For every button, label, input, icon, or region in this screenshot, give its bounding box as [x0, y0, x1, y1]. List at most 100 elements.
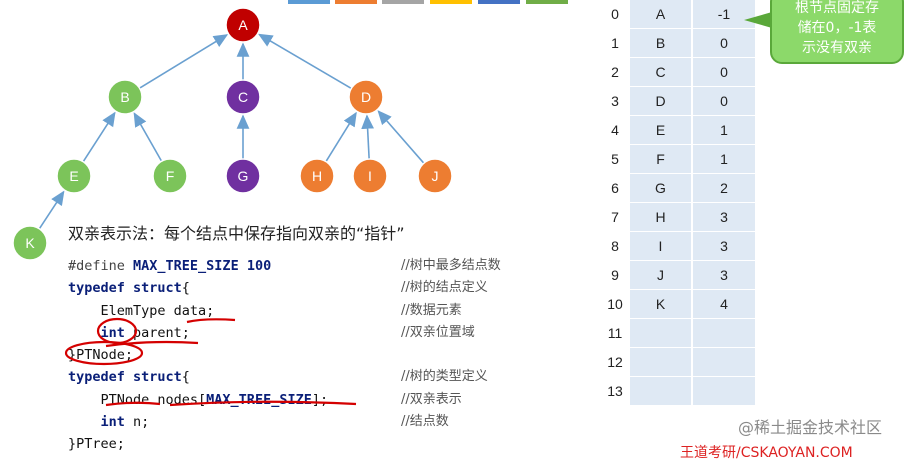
table-row: 10 K 4	[598, 290, 858, 319]
row-index: 10	[607, 296, 623, 312]
data-value: D	[655, 93, 666, 109]
tree-edge-d-to-a	[258, 33, 352, 90]
tree-node-label: D	[361, 89, 371, 105]
tree-node-f: F	[152, 158, 188, 194]
code-line: int n;//结点数	[68, 411, 449, 433]
data-cell: I	[630, 232, 691, 261]
parent-representation-description: 双亲表示法：每个结点中保存指向双亲的“指针”	[68, 224, 405, 243]
code-token	[68, 325, 101, 341]
row-index: 11	[607, 325, 623, 341]
tree-node-label: A	[238, 17, 248, 33]
data-cell: H	[630, 203, 691, 232]
tree-edge-j-to-d	[377, 110, 425, 164]
parent-cell: 3	[693, 232, 755, 261]
data-cell: J	[630, 261, 691, 290]
callout-line: 根节点固定存	[795, 0, 879, 16]
row-index: 4	[611, 122, 619, 138]
row-index: 3	[611, 93, 619, 109]
callout-line: 示没有双亲	[802, 40, 872, 56]
tree-edge-k-to-e	[38, 190, 65, 230]
parent-value: 1	[720, 122, 728, 138]
code-line: #define MAX_TREE_SIZE 100//树中最多结点数	[68, 255, 501, 277]
row-index: 5	[611, 151, 619, 167]
code-comment: //数据元素	[401, 302, 462, 318]
row-index: 0	[611, 6, 619, 22]
code-token: PTNode nodes[	[68, 391, 207, 408]
code-line: }PTree;	[68, 433, 328, 455]
data-value: I	[658, 238, 663, 254]
data-cell: E	[630, 116, 691, 145]
tree-node-h: H	[299, 158, 335, 194]
table-row: 3 D 0	[598, 87, 858, 116]
data-value: B	[655, 35, 666, 51]
code-line: int parent;//双亲位置域	[68, 322, 475, 344]
code-token: typedef struct	[68, 280, 182, 297]
row-index: 13	[607, 383, 623, 399]
parent-cell: 1	[693, 145, 755, 174]
source-credit: 王道考研/CSKAOYAN.COM	[680, 445, 853, 461]
tree-node-label: E	[69, 168, 78, 184]
tree-node-d: D	[348, 79, 384, 115]
tree-edge-f-to-b	[133, 112, 163, 162]
tree-node-c: C	[225, 79, 261, 115]
data-value: J	[657, 267, 664, 283]
code-line: typedef struct{//树的结点定义	[68, 277, 488, 299]
callout-line: 储在0，-1表	[797, 20, 877, 36]
code-comment: //树的类型定义	[401, 369, 488, 385]
data-cell: A	[630, 0, 691, 29]
parent-cell: 3	[693, 203, 755, 232]
parent-value: 2	[720, 180, 728, 196]
tree-node-k: K	[12, 225, 48, 261]
code-line: ElemType data;//数据元素	[68, 300, 462, 322]
table-row: 11	[598, 319, 858, 348]
code-token: 100	[238, 258, 272, 274]
data-cell: C	[630, 58, 691, 87]
parent-value: -1	[717, 6, 731, 22]
color-swatch	[526, 0, 568, 4]
code-token: int	[100, 414, 125, 431]
code-comment: //树中最多结点数	[401, 258, 501, 273]
row-index: 12	[607, 354, 623, 370]
code-token: typedef struct	[68, 369, 182, 386]
root-note-callout: 根节点固定存储在0，-1表示没有双亲	[770, 0, 904, 64]
data-cell	[630, 319, 691, 348]
tree-node-label: I	[368, 168, 372, 184]
code-line: }PTNode;	[68, 344, 328, 366]
data-value: C	[655, 64, 666, 80]
tree-node-e: E	[56, 158, 92, 194]
color-swatch	[478, 0, 520, 4]
data-cell	[630, 348, 691, 377]
parent-cell	[693, 377, 755, 406]
watermark: @稀土掘金技术社区	[738, 418, 883, 437]
data-cell: B	[630, 29, 691, 58]
color-swatch	[335, 0, 377, 4]
tree-node-j: J	[417, 158, 453, 194]
color-swatch	[382, 0, 424, 4]
parent-value: 3	[720, 209, 728, 225]
tree-edge-i-to-d	[361, 114, 374, 160]
tree-node-i: I	[352, 158, 388, 194]
parent-cell: 1	[693, 116, 755, 145]
parent-cell: 0	[693, 87, 755, 116]
tree-node-a: A	[225, 7, 261, 43]
code-token: ];	[311, 391, 329, 408]
table-row: 8 I 3	[598, 232, 858, 261]
parent-value: 4	[720, 296, 728, 312]
parent-cell: 0	[693, 58, 755, 87]
tree-node-label: F	[166, 168, 175, 184]
data-value: F	[656, 151, 665, 167]
table-row: 5 F 1	[598, 145, 858, 174]
data-value: K	[655, 296, 666, 312]
data-value: A	[655, 6, 666, 22]
table-row: 13	[598, 377, 858, 406]
row-index: 8	[611, 238, 619, 254]
code-comment: //树的结点定义	[401, 280, 488, 296]
code-line: PTNode nodes[MAX_TREE_SIZE];//双亲表示	[68, 389, 462, 411]
